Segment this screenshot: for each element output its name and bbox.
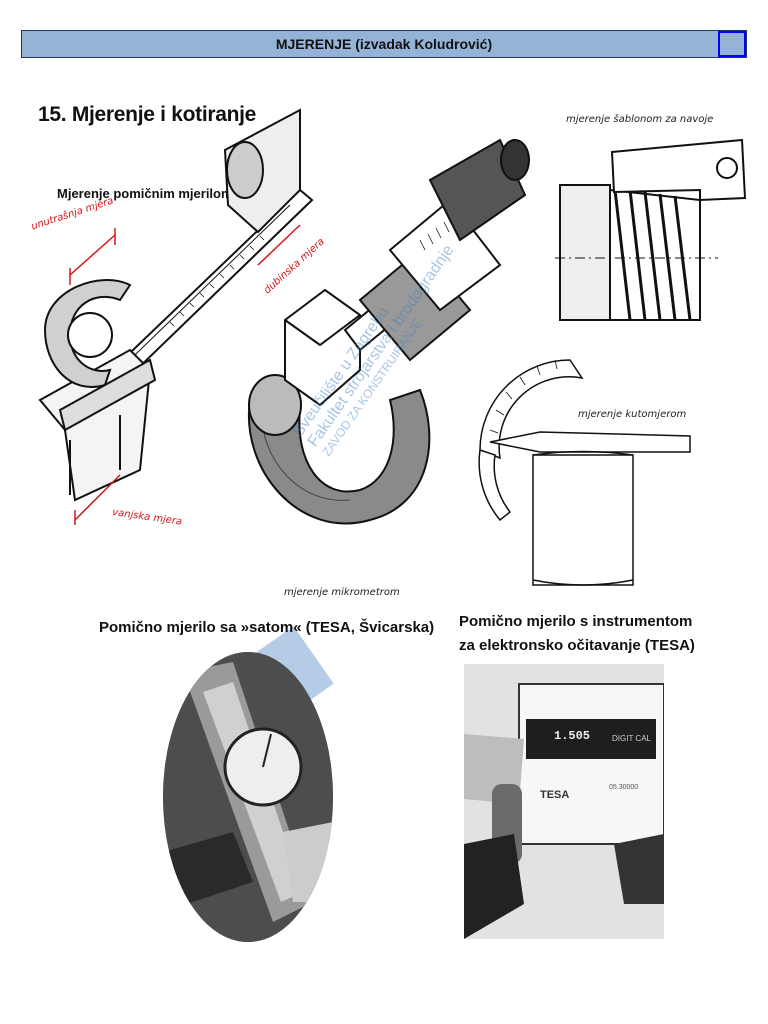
protractor-label: mjerenje kutomjerom <box>578 409 687 420</box>
digital-caliper-caption-1: Pomično mjerilo s instrumentom <box>459 613 693 630</box>
caliper-subtitle: Mjerenje pomičnim mjerilom <box>57 186 233 201</box>
dial-caliper-caption: Pomično mjerilo sa »satom« (TESA, Švicar… <box>99 619 435 636</box>
thread-gauge-label: mjerenje šablonom za navoje <box>566 114 714 125</box>
digital-display-brand: DIGIT CAL <box>612 734 651 743</box>
tesa-brand-logo: TESA <box>540 789 570 801</box>
digital-display-value: 1.505 <box>554 729 591 743</box>
model-number: 05.30000 <box>609 784 639 791</box>
digital-caliper-caption-2: za elektronsko očitavanje (TESA) <box>459 637 695 654</box>
title-bar: MJERENJE (izvadak Koludrović) <box>21 30 747 58</box>
section-title: 15. Mjerenje i kotiranje <box>38 103 257 126</box>
digital-caliper-photo: 1.505 DIGIT CAL TESA 05.30000 <box>464 664 664 939</box>
header-corner-box <box>718 31 746 57</box>
dial-caliper-photo <box>163 652 333 942</box>
page-title: MJERENJE (izvadak Koludrović) <box>275 36 493 52</box>
micrometer-label: mjerenje mikrometrom <box>284 587 400 598</box>
